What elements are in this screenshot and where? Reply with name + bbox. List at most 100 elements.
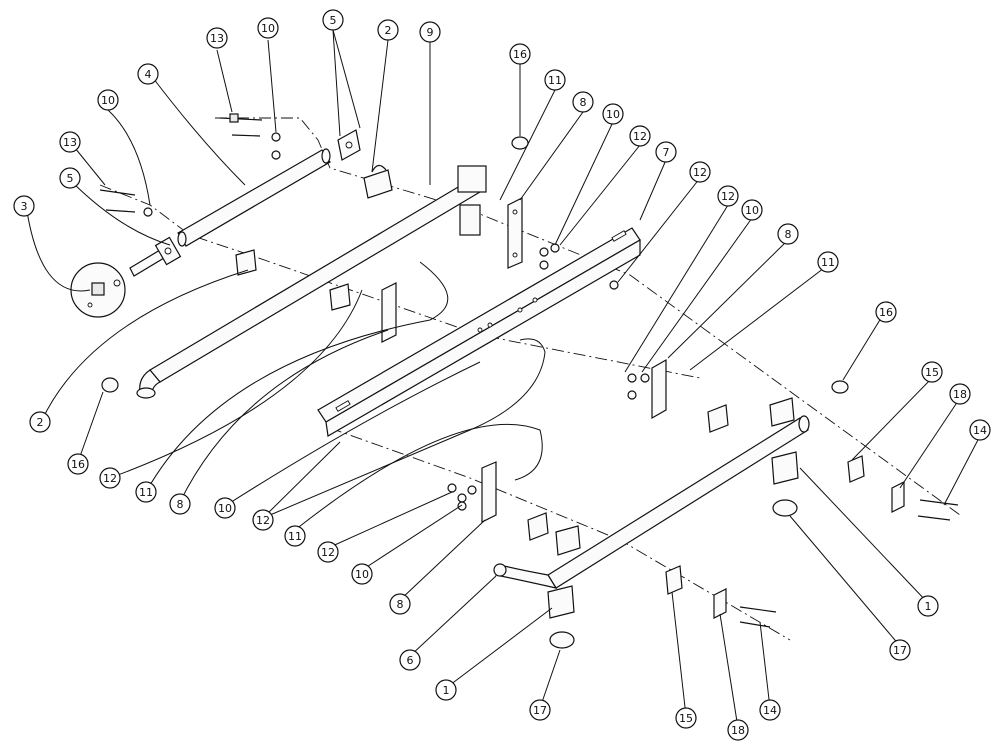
callout-4: 4	[137, 63, 159, 85]
callout-circle	[509, 43, 531, 65]
plate-part-8-upper	[507, 197, 523, 269]
callout-circle	[99, 467, 121, 489]
callout-12a: 12	[629, 125, 651, 147]
callout-2a: 2	[377, 19, 399, 41]
callout-10c: 10	[97, 89, 119, 111]
callout-13a: 13	[206, 27, 228, 49]
callout-label: 11	[288, 530, 302, 543]
callout-label: 15	[679, 712, 693, 725]
callout-label: 9	[427, 26, 434, 39]
callout-label: 7	[663, 146, 670, 159]
callout-label: 16	[879, 306, 893, 319]
callout-circle	[13, 195, 35, 217]
clamp-part-2-left	[235, 249, 351, 311]
callout-circle	[949, 383, 971, 405]
callout-16a: 16	[509, 43, 531, 65]
callout-label: 10	[261, 22, 275, 35]
callout-label: 6	[407, 654, 414, 667]
callout-15b: 15	[675, 707, 697, 729]
callout-14a: 14	[969, 419, 991, 441]
callout-label: 8	[580, 96, 587, 109]
callout-9: 9	[419, 21, 441, 43]
clamp-part-2-upper	[363, 164, 393, 199]
callout-18b: 18	[727, 719, 749, 741]
callout-label: 18	[953, 388, 967, 401]
callout-circle	[284, 525, 306, 547]
callout-label: 4	[145, 68, 152, 81]
callout-circle	[317, 541, 339, 563]
callout-label: 2	[385, 24, 392, 37]
post-part-1-lower	[547, 585, 575, 619]
callout-label: 12	[103, 472, 117, 485]
callout-10e: 10	[214, 497, 236, 519]
callout-1b: 1	[435, 679, 457, 701]
callout-circle	[969, 419, 991, 441]
callout-circle	[214, 497, 236, 519]
callout-circle	[777, 223, 799, 245]
callout-label: 12	[721, 190, 735, 203]
callout-label: 11	[139, 486, 153, 499]
callout-circle	[169, 493, 191, 515]
callout-label: 11	[548, 74, 562, 87]
callout-circle	[137, 63, 159, 85]
detail-view-part-3	[70, 262, 126, 318]
callout-7: 7	[655, 141, 677, 163]
callout-circle	[419, 21, 441, 43]
callout-label: 8	[397, 598, 404, 611]
plate-part-8-lower	[447, 461, 497, 523]
callout-15a: 15	[921, 361, 943, 383]
right-washers-part-10-12	[539, 243, 650, 400]
callout-12e: 12	[252, 509, 274, 531]
upper-washers-part-10	[143, 132, 281, 217]
plate-part-18-right	[891, 481, 905, 513]
tube-part-4	[177, 148, 331, 247]
callout-circle	[675, 707, 697, 729]
callout-17b: 17	[529, 699, 551, 721]
callout-circle	[544, 69, 566, 91]
callout-circle	[572, 91, 594, 113]
callout-circle	[351, 563, 373, 585]
callout-label: 16	[71, 458, 85, 471]
frame-part-7	[317, 227, 641, 437]
callout-label: 5	[67, 172, 74, 185]
callout-label: 11	[821, 256, 835, 269]
callout-6: 6	[399, 649, 421, 671]
callout-11c: 11	[135, 481, 157, 503]
callout-label: 15	[925, 366, 939, 379]
callout-circle	[322, 9, 344, 31]
callout-circle	[741, 199, 763, 221]
foot-part-17-lower	[549, 631, 575, 649]
callout-17a: 17	[889, 639, 911, 661]
tube-part-9	[136, 165, 487, 399]
callout-label: 12	[321, 546, 335, 559]
callout-circle	[717, 185, 739, 207]
callout-circle	[921, 361, 943, 383]
plate-part-8-right	[651, 358, 667, 420]
callout-circle	[759, 699, 781, 721]
rod-end-part-5	[129, 236, 182, 277]
callout-13b: 13	[59, 131, 81, 153]
callout-10a: 10	[257, 17, 279, 39]
callout-3: 3	[13, 195, 35, 217]
callout-11a: 11	[544, 69, 566, 91]
callout-circle	[97, 89, 119, 111]
callout-14b: 14	[759, 699, 781, 721]
callout-8d: 8	[389, 593, 411, 615]
callout-label: 2	[37, 416, 44, 429]
callout-8b: 8	[777, 223, 799, 245]
callout-label: 10	[218, 502, 232, 515]
plate-part-8-mid	[381, 282, 397, 343]
callout-circle	[252, 509, 274, 531]
callout-label: 14	[973, 424, 987, 437]
callout-label: 8	[785, 228, 792, 241]
callout-label: 10	[745, 204, 759, 217]
callout-label: 10	[101, 94, 115, 107]
cap-part-16-left	[101, 377, 119, 393]
callout-label: 12	[256, 514, 270, 527]
callout-12c: 12	[717, 185, 739, 207]
callout-circle	[257, 17, 279, 39]
callout-5a: 5	[322, 9, 344, 31]
callout-circle	[399, 649, 421, 671]
callout-2b: 2	[29, 411, 51, 433]
callout-circle	[917, 595, 939, 617]
